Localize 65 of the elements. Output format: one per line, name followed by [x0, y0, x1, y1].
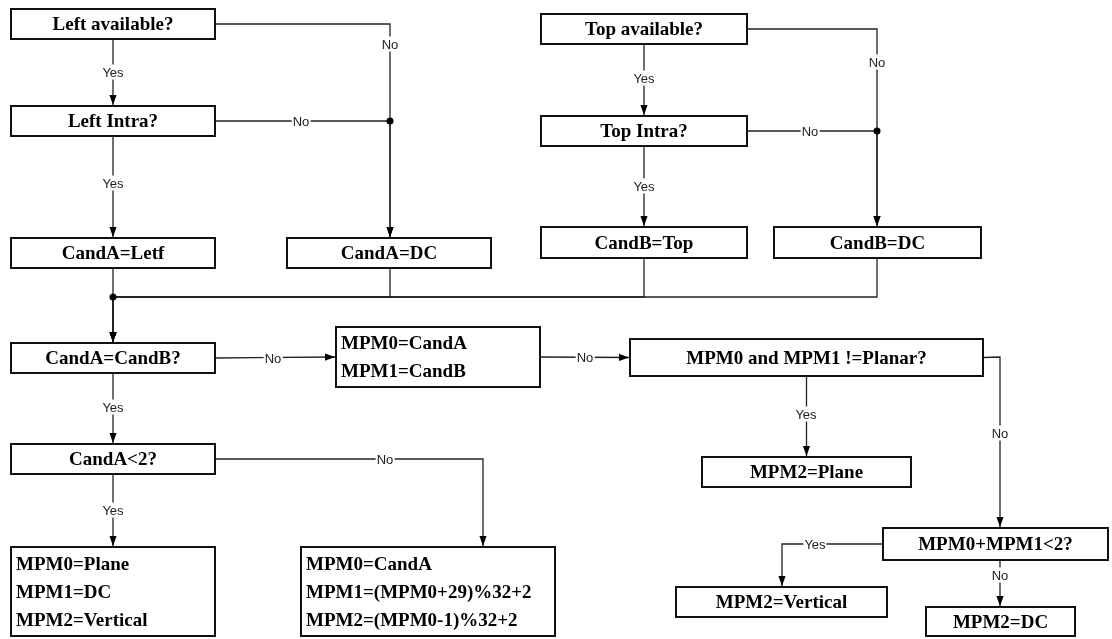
box-text: CandA=DC: [340, 241, 438, 265]
box-text: MPM2=Vertical: [715, 590, 848, 614]
box-text: MPM0=CandA: [306, 551, 432, 576]
arrow: [778, 543, 883, 587]
edge-label: No: [380, 36, 400, 52]
arrow: [640, 146, 648, 227]
edge-label: No: [990, 567, 1010, 583]
process-box: [882, 527, 1109, 561]
process-box: [540, 115, 748, 147]
box-text: MPM1=(MPM0+29)%32+2: [306, 579, 532, 604]
process-box: [773, 226, 982, 259]
box-text: CandA=CandB?: [45, 346, 181, 370]
process-box: [335, 326, 541, 388]
arrow: [109, 39, 117, 106]
box-text: MPM0+MPM1<2?: [918, 532, 1073, 556]
arrow: [215, 120, 394, 238]
process-box: [701, 456, 912, 488]
edge-label: Yes: [101, 64, 125, 80]
box-text: Left available?: [52, 12, 174, 36]
edge-label: Yes: [632, 70, 656, 86]
edge-label: Yes: [632, 178, 656, 194]
edge-label: Yes: [794, 406, 818, 422]
process-box: [300, 546, 556, 637]
box-text: CandB=Top: [594, 230, 694, 255]
edge-label: Yes: [101, 399, 125, 415]
edge-label: Yes: [101, 175, 125, 191]
process-box: [540, 226, 748, 259]
arrow: [109, 136, 117, 238]
process-box: [925, 606, 1076, 637]
box-text: CandA<2?: [69, 447, 157, 471]
process-box: [675, 586, 888, 618]
box-text: Top Intra?: [600, 119, 688, 143]
box-text: Left Intra?: [67, 109, 159, 133]
box-text: MPM1=CandB: [341, 359, 466, 383]
edge-label: No: [990, 425, 1010, 441]
process-box: [10, 546, 216, 637]
process-box: [10, 237, 216, 269]
arrow: [640, 44, 648, 116]
arrow: [109, 474, 117, 547]
box-text: Top available?: [584, 17, 704, 41]
box-text: MPM0=Plane: [16, 551, 130, 576]
process-box: [10, 443, 216, 475]
process-box: [629, 338, 984, 377]
process-box: [10, 105, 216, 137]
box-text: MPM2=Plane: [749, 460, 864, 484]
box-text: MPM2=(MPM0-1)%32+2: [306, 607, 518, 632]
arrow: [747, 130, 881, 227]
box-text: MPM0=CandA: [341, 331, 467, 355]
process-box: [10, 342, 216, 374]
box-text: MPM2=Vertical: [16, 607, 148, 632]
arrow: [540, 353, 630, 361]
arrow: [983, 356, 1004, 528]
arrow: [802, 376, 811, 457]
arrow: [215, 458, 487, 547]
arrow: [109, 373, 117, 444]
process-box: [286, 237, 492, 269]
edge-label: Yes: [101, 502, 125, 518]
box-text: CandA=Letf: [61, 241, 165, 265]
process-box: [540, 13, 748, 45]
box-text: MPM2=DC: [952, 609, 1049, 634]
box-text: MPM1=DC: [16, 579, 112, 604]
box-text: MPM0 and MPM1 !=Planar?: [686, 345, 927, 370]
edge-label: No: [867, 54, 887, 70]
box-text: CandB=DC: [829, 230, 926, 255]
process-box: [10, 8, 216, 40]
